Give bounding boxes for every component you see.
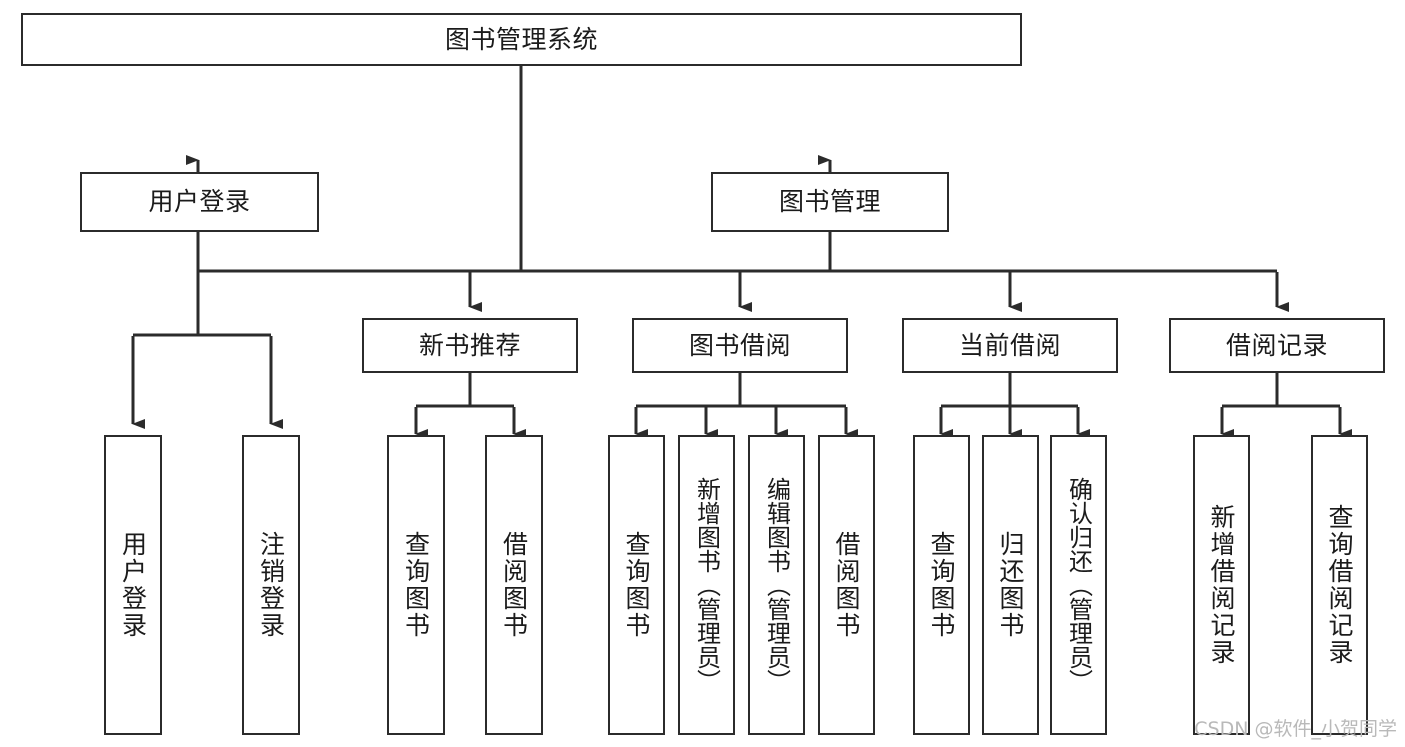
node-label: 借阅图书 [499, 531, 529, 639]
node-label: 查询借阅记录 [1325, 504, 1354, 666]
node-leaf-user-login[interactable]: 用户登录 [104, 435, 162, 735]
node-label: 图书管理系统 [444, 24, 598, 54]
node-label: 新增图书（管理员） [692, 477, 721, 693]
node-label: 新增借阅记录 [1207, 504, 1236, 666]
node-leaf-edit-book-admin[interactable]: 编辑图书（管理员） [748, 435, 805, 735]
node-label: 图书管理 [778, 187, 881, 217]
node-label: 注销登录 [256, 531, 286, 639]
node-leaf-query-book-current[interactable]: 查询图书 [913, 435, 970, 735]
node-user-login[interactable]: 用户登录 [80, 172, 319, 232]
node-leaf-add-book-admin[interactable]: 新增图书（管理员） [678, 435, 735, 735]
node-new-book-recommend[interactable]: 新书推荐 [362, 318, 578, 373]
node-leaf-query-book-newbook[interactable]: 查询图书 [387, 435, 445, 735]
node-label: 当前借阅 [958, 330, 1061, 360]
node-leaf-return-book[interactable]: 归还图书 [982, 435, 1039, 735]
node-label: 查询图书 [401, 531, 431, 639]
node-label: 归还图书 [996, 531, 1025, 639]
node-label: 图书借阅 [688, 330, 791, 360]
node-label: 查询图书 [927, 531, 956, 639]
node-leaf-borrow-book[interactable]: 借阅图书 [818, 435, 875, 735]
node-label: 查询图书 [622, 531, 651, 639]
node-borrow-record[interactable]: 借阅记录 [1169, 318, 1385, 373]
node-root-system[interactable]: 图书管理系统 [21, 13, 1022, 66]
watermark: CSDN @软件_小贺同学 [1194, 718, 1397, 740]
node-leaf-query-book-borrow[interactable]: 查询图书 [608, 435, 665, 735]
node-leaf-borrow-book-newbook[interactable]: 借阅图书 [485, 435, 543, 735]
node-book-borrow[interactable]: 图书借阅 [632, 318, 848, 373]
node-label: 借阅图书 [832, 531, 861, 639]
node-leaf-logout[interactable]: 注销登录 [242, 435, 300, 735]
node-label: 确认归还（管理员） [1064, 477, 1093, 693]
node-label: 新书推荐 [418, 330, 521, 360]
node-leaf-add-borrow-record[interactable]: 新增借阅记录 [1193, 435, 1250, 735]
node-label: 借阅记录 [1225, 330, 1328, 360]
node-label: 编辑图书（管理员） [762, 477, 791, 693]
node-label: 用户登录 [148, 187, 251, 217]
node-book-management[interactable]: 图书管理 [711, 172, 949, 232]
node-leaf-query-borrow-record[interactable]: 查询借阅记录 [1311, 435, 1368, 735]
node-label: 用户登录 [118, 531, 148, 639]
node-current-borrow[interactable]: 当前借阅 [902, 318, 1118, 373]
node-leaf-confirm-return-admin[interactable]: 确认归还（管理员） [1050, 435, 1107, 735]
